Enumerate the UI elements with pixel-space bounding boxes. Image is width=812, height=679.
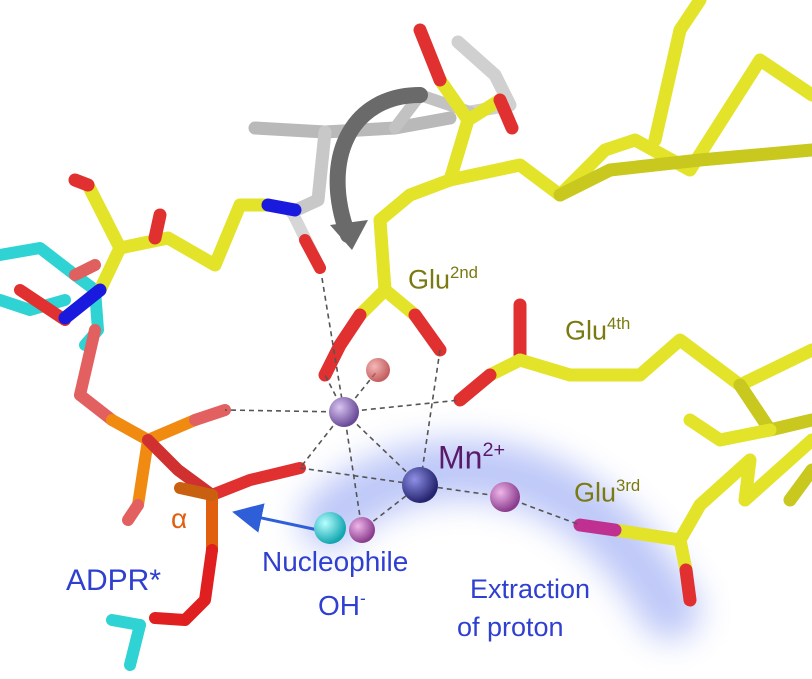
glu4-label: Glu4th [565,314,631,346]
glu4-label-sup: 4th [607,314,631,333]
glu2-label-base: Glu [408,264,451,295]
glu3-chain [573,433,812,607]
nucleophile-label: Nucleophile [262,546,409,577]
manganese-label-base: Mn [438,439,483,476]
water-sphere-lower [349,517,375,543]
manganese-label-sup: 2+ [482,439,506,461]
rotation-arrow [329,87,428,250]
glu2-label: Glu2nd [408,263,478,295]
hydroxide-label: OH- [318,588,366,621]
nucleophile-sphere [314,512,346,544]
glu3-label-sup: 3rd [616,476,641,495]
ligand-cyan [0,242,146,671]
glu2-label-sup: 2nd [450,263,478,282]
glu3-label-base: Glu [574,477,617,508]
manganese-label: Mn2+ [438,439,506,476]
glu4-chain [453,298,812,447]
glu3-label: Glu3rd [574,476,641,508]
water-sphere-upper [329,397,359,427]
phosphate-group [74,324,306,626]
manganese-sphere [402,467,438,503]
hydroxide-label-sup: - [360,588,366,608]
proton-glow [300,439,700,640]
glu4-label-base: Glu [565,315,608,346]
ion-spheres [314,358,520,544]
water-sphere-right [490,482,520,512]
hydroxide-label-base: OH [318,589,360,621]
of-proton-label: of proton [457,612,564,642]
backbone-left [58,173,302,325]
alpha-label: α [171,503,188,534]
glu2-chain [318,0,812,382]
attack-arrow [232,503,319,533]
extraction-label: Extraction [470,574,591,604]
water-red-sphere [366,358,390,382]
adpr-label: ADPR* [66,564,162,597]
